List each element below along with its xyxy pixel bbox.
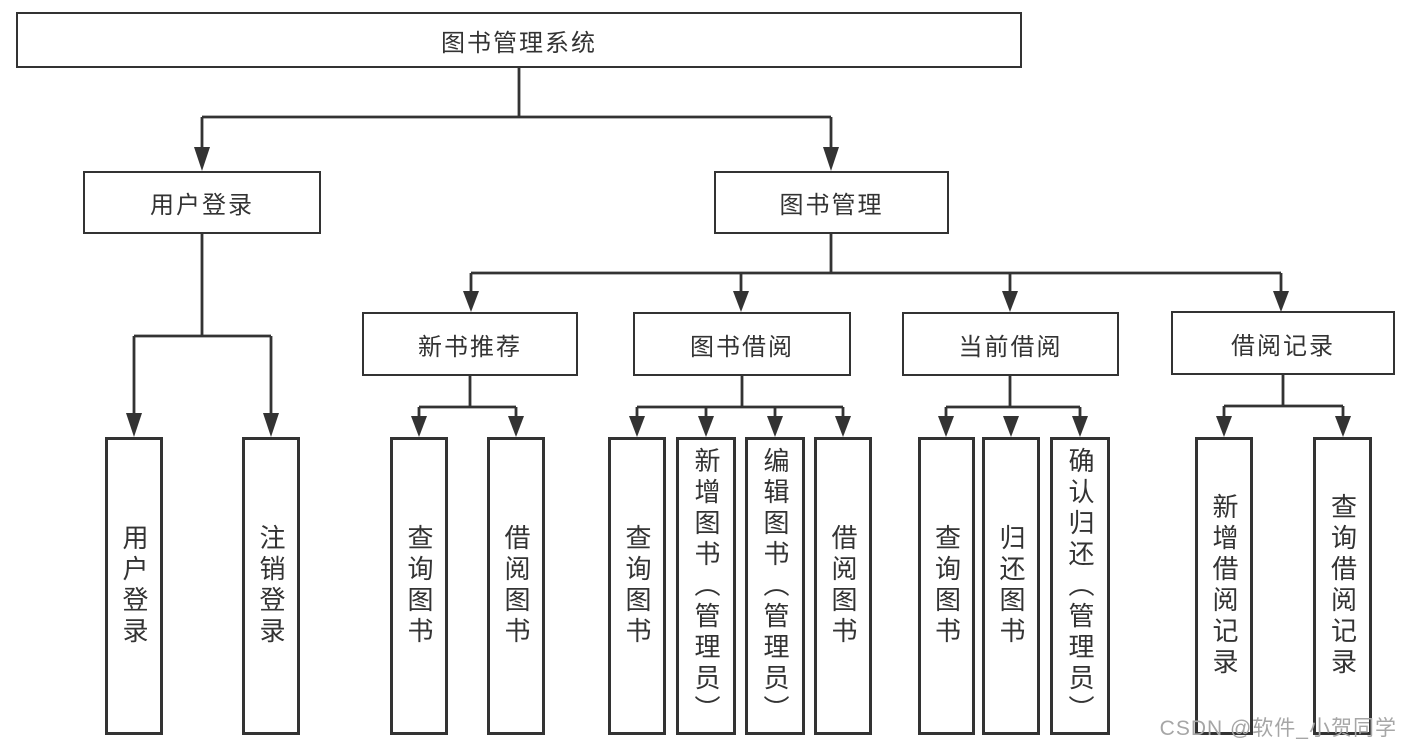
- leaf-label: 查询图书: [404, 524, 434, 648]
- leaf-query-books-current: 查询图书: [918, 437, 975, 735]
- node-user-login-branch: 用户登录: [83, 171, 321, 234]
- node-label: 图书管理: [779, 192, 884, 219]
- node-book-management: 图书管理: [714, 171, 949, 234]
- leaf-edit-book-admin: 编辑图书（管理员）: [745, 437, 805, 735]
- node-label: 图书管理系统: [441, 29, 597, 57]
- leaf-user-login: 用户登录: [105, 437, 163, 735]
- leaf-label: 新增借阅记录: [1209, 493, 1239, 679]
- node-label: 借阅记录: [1231, 332, 1335, 360]
- node-label: 当前借阅: [958, 333, 1063, 361]
- leaf-query-borrow-record: 查询借阅记录: [1313, 437, 1372, 735]
- node-library-management-system: 图书管理系统: [16, 12, 1022, 68]
- leaf-borrow-books: 借阅图书: [814, 437, 872, 735]
- leaf-logout: 注销登录: [242, 437, 300, 735]
- csdn-watermark: CSDN @软件_小贺同学: [1159, 717, 1397, 740]
- leaf-label: 新增图书（管理员）: [691, 446, 721, 726]
- leaf-label: 注销登录: [256, 524, 286, 648]
- leaf-label: 查询图书: [622, 524, 652, 648]
- leaf-add-book-admin: 新增图书（管理员）: [676, 437, 736, 735]
- node-book-borrow: 图书借阅: [633, 312, 851, 376]
- node-current-borrow: 当前借阅: [902, 312, 1119, 376]
- leaf-label: 借阅图书: [828, 524, 858, 648]
- leaf-label: 借阅图书: [501, 524, 531, 648]
- leaf-label: 确认归还（管理员）: [1065, 446, 1095, 726]
- node-label: 图书借阅: [690, 333, 794, 361]
- node-borrow-records: 借阅记录: [1171, 311, 1395, 375]
- leaf-label: 用户登录: [119, 524, 149, 648]
- leaf-query-books-borrow: 查询图书: [608, 437, 666, 735]
- leaf-label: 归还图书: [996, 524, 1026, 648]
- node-label: 用户登录: [150, 192, 254, 219]
- leaf-confirm-return-admin: 确认归还（管理员）: [1050, 437, 1110, 735]
- node-label: 新书推荐: [418, 333, 522, 361]
- leaf-label: 查询图书: [931, 524, 962, 648]
- leaf-label: 编辑图书（管理员）: [760, 446, 790, 726]
- leaf-return-book: 归还图书: [982, 437, 1040, 735]
- leaf-add-borrow-record: 新增借阅记录: [1195, 437, 1253, 735]
- leaf-label: 查询借阅记录: [1327, 493, 1358, 679]
- node-new-book-recommend: 新书推荐: [362, 312, 578, 376]
- leaf-borrow-books-recommend: 借阅图书: [487, 437, 545, 735]
- leaf-query-books-recommend: 查询图书: [390, 437, 448, 735]
